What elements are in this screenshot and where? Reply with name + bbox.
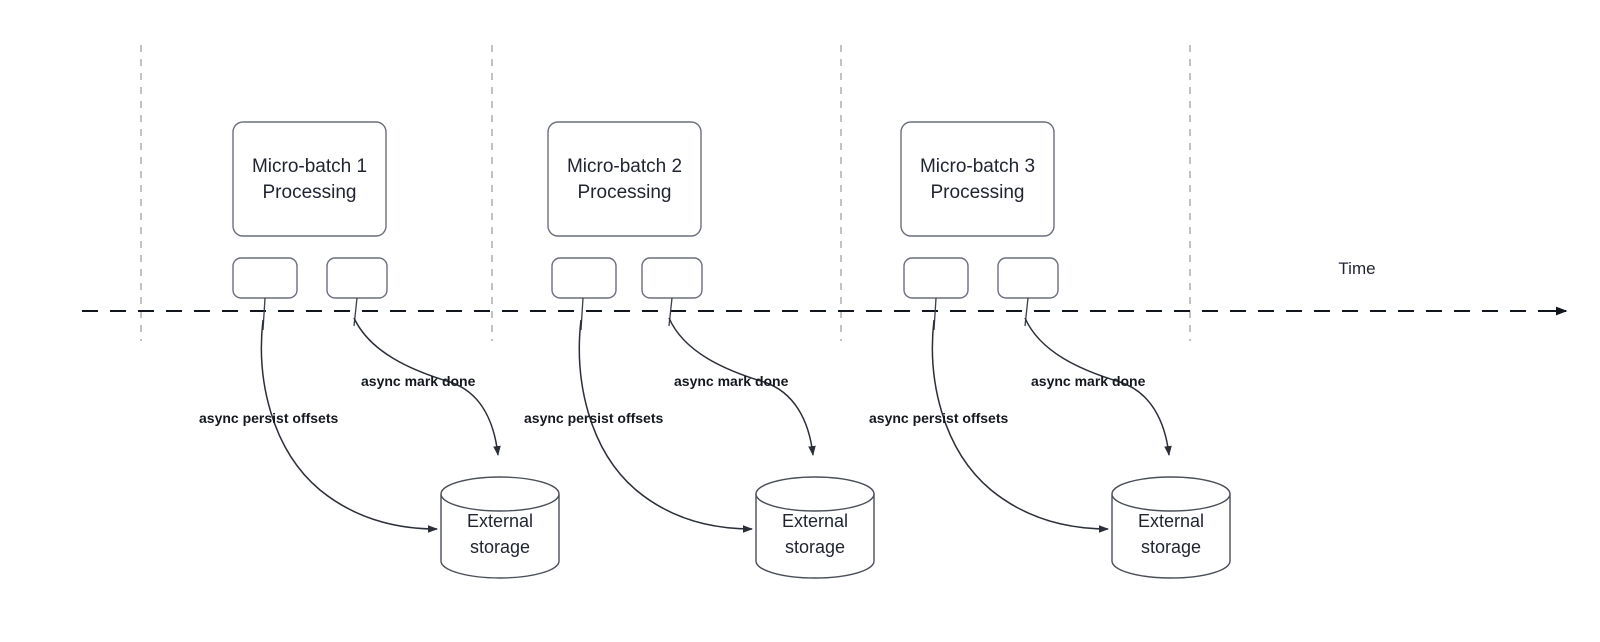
task-box-2a[interactable] [551,257,617,299]
edge-persist-offsets-3 [931,319,1109,533]
micro-batch-1-label-line2: Processing [263,182,357,203]
external-storage-3-label-line1: External [1138,511,1204,531]
edge-persist-offsets-1 [260,319,438,533]
edge-mark-done-2-label: async mark done [674,373,789,389]
micro-batch-2-label-line2: Processing [578,182,672,203]
edge-persist-offsets-2 [578,319,753,533]
task-2b-stem [668,297,673,327]
micro-batch-group-3: Micro-batch 3 Processing async persist o… [869,121,1231,579]
task-box-1b[interactable] [326,257,388,299]
micro-batch-group-1: Micro-batch 1 Processing async persist o… [199,121,560,579]
edge-mark-done-3-label: async mark done [1031,373,1146,389]
external-storage-1-label-line1: External [467,511,533,531]
edge-mark-done-2 [668,317,816,456]
micro-batch-2-box[interactable] [547,121,702,237]
edge-mark-done-1-label: async mark done [361,373,476,389]
edge-persist-offsets-1-label: async persist offsets [199,410,338,426]
external-storage-1-label-line2: storage [470,537,530,557]
external-storage-3-label-line2: storage [1141,537,1201,557]
task-3a-stem [933,297,937,331]
task-2a-stem [580,297,584,331]
micro-batch-1-box[interactable] [232,121,387,237]
micro-batch-1-label-line1: Micro-batch 1 [252,156,367,177]
micro-batch-2-label-line1: Micro-batch 2 [567,156,682,177]
micro-batch-3-box[interactable] [900,121,1055,237]
external-storage-2[interactable]: External storage [755,476,875,579]
task-box-3a[interactable] [903,257,969,299]
task-1b-stem [353,297,358,327]
task-1a-stem [262,297,266,331]
micro-batch-3-label-line1: Micro-batch 3 [920,156,1035,177]
edge-persist-offsets-2-label: async persist offsets [524,410,663,426]
external-storage-3[interactable]: External storage [1111,476,1231,579]
time-axis-label: Time [1338,259,1375,278]
external-storage-2-label-line1: External [782,511,848,531]
micro-batch-group-2: Micro-batch 2 Processing async persist o… [524,121,875,579]
external-storage-1[interactable]: External storage [440,476,560,579]
edge-mark-done-1 [353,317,501,456]
edge-mark-done-3 [1024,317,1172,456]
task-box-3b[interactable] [997,257,1059,299]
edge-persist-offsets-3-label: async persist offsets [869,410,1008,426]
task-3b-stem [1024,297,1029,327]
external-storage-2-label-line2: storage [785,537,845,557]
task-box-2b[interactable] [641,257,703,299]
task-box-1a[interactable] [232,257,298,299]
micro-batch-3-label-line2: Processing [931,182,1025,203]
